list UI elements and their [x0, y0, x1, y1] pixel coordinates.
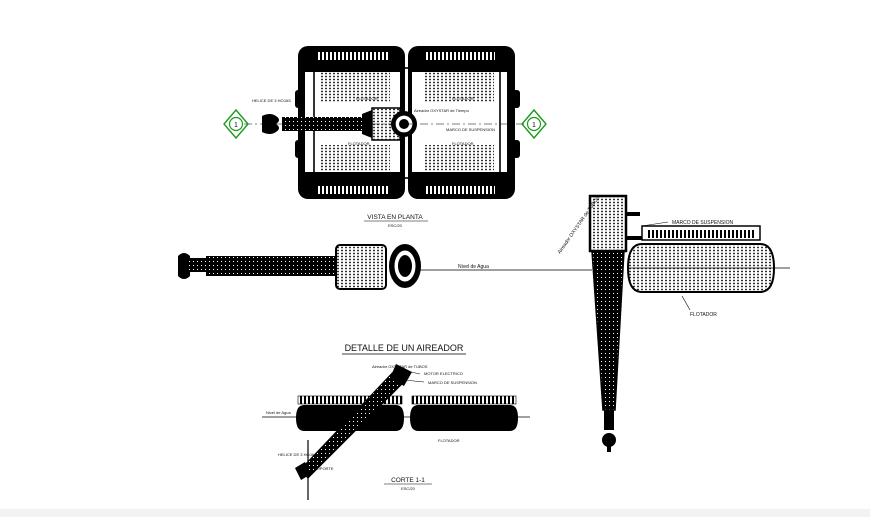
- plan-view: 1 1 HELICE DE 3 HOJAS FLOTADOR FLOTADOR …: [223, 46, 547, 228]
- label-nivel-agua-section: Nivel de Agua: [266, 410, 291, 415]
- section-marker-right: 1: [521, 108, 547, 140]
- bottom-strip: [0, 509, 870, 517]
- section-view-scale: ESC/20: [401, 486, 416, 491]
- section-view: Aireador OXYSTAR de TUBOS MOTOR ELECTRIC…: [262, 364, 530, 500]
- label-motor: MOTOR ELECTRICO: [424, 371, 463, 376]
- label-flotador-tl: FLOTADOR: [356, 96, 378, 101]
- propeller-icon: [262, 114, 279, 134]
- plan-float-right: [408, 46, 515, 199]
- plan-view-scale: ESC/20: [388, 223, 403, 228]
- propeller-section-icon: [295, 462, 311, 480]
- label-flotador-bl: FLOTADOR: [348, 141, 370, 146]
- detail-view: Aireador OXYSTAR de TUBOS MARCO DE SUSPE…: [342, 194, 790, 452]
- label-flotador-tr: FLOTADOR: [452, 96, 474, 101]
- label-flotador-section: FLOTADOR: [438, 438, 460, 443]
- label-helice-plan: HELICE DE 3 HOJAS: [252, 98, 291, 103]
- label-marco-detail: MARCO DE SUSPENSION: [672, 220, 734, 226]
- side-nivel-agua: Nivel de Agua: [458, 264, 489, 270]
- side-view: Nivel de Agua: [178, 244, 592, 290]
- label-flotador-br: FLOTADOR: [452, 141, 474, 146]
- section-marker-number: 1: [234, 122, 238, 129]
- label-aireador-section: Aireador OXYSTAR de TUBOS: [372, 364, 428, 369]
- label-marco-section: MARCO DE SUSPENSION: [428, 380, 477, 385]
- section-marker-left: 1: [223, 108, 249, 140]
- plan-view-title: VISTA EN PLANTA: [367, 214, 423, 221]
- label-helice-section: HELICE DE 3 HOJAS: [278, 452, 317, 457]
- label-flotador-detail: FLOTADOR: [690, 312, 717, 318]
- label-soporte: SOPORTE: [314, 466, 334, 471]
- propeller-side-icon: [178, 253, 190, 279]
- label-aireador-plan: Aireador OXYSTAR de Tiempo: [414, 108, 470, 113]
- section-view-title: CORTE 1-1: [391, 477, 425, 484]
- label-marco-plan: MARCO DE SUSPENSION: [446, 127, 495, 132]
- section-marker-number: 1: [532, 122, 536, 129]
- detail-view-title: DETALLE DE UN AIREADOR: [345, 343, 464, 353]
